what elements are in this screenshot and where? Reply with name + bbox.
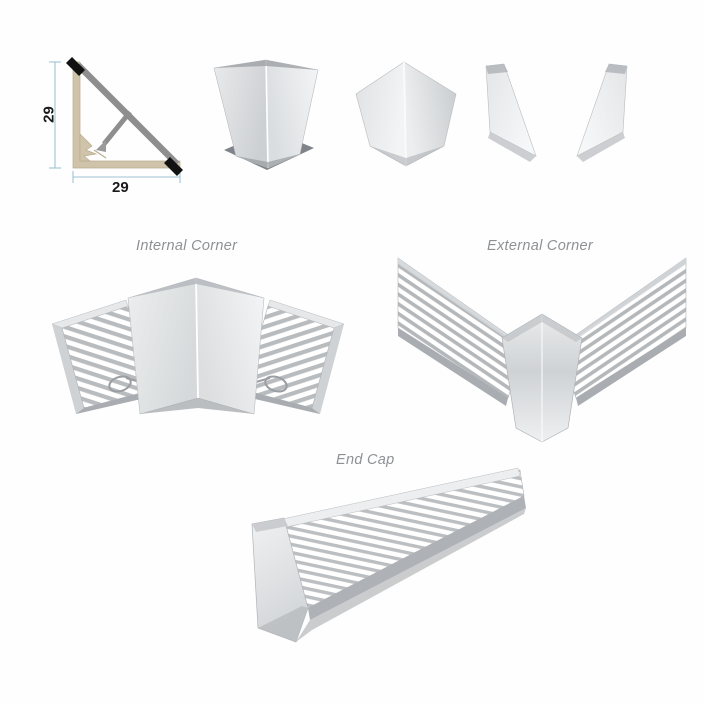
dimension-height-label: 29 bbox=[40, 106, 58, 123]
left-arm bbox=[397, 257, 526, 406]
internal-corner-assembly bbox=[48, 272, 348, 427]
right-panel bbox=[265, 59, 319, 169]
profile-body bbox=[72, 61, 181, 169]
external-corner-piece bbox=[348, 54, 466, 174]
caption-end-cap: End Cap bbox=[336, 452, 395, 468]
end-cap-triangle bbox=[251, 517, 309, 643]
profile-cross-section: 29 29 bbox=[34, 46, 199, 196]
left-panel bbox=[213, 59, 269, 169]
end-cap-assembly bbox=[248, 467, 528, 653]
ribbed-profile-face bbox=[277, 467, 526, 620]
right-face bbox=[403, 61, 457, 167]
profile-face-diagonal bbox=[75, 62, 180, 167]
cap-face bbox=[576, 63, 628, 157]
cap-face bbox=[485, 63, 537, 157]
vertical-dimension-line bbox=[49, 61, 61, 169]
end-cap-left-piece bbox=[474, 58, 546, 173]
caption-external-corner: External Corner bbox=[487, 238, 594, 254]
end-cap-right-piece bbox=[567, 58, 639, 173]
corner-cover bbox=[127, 277, 265, 415]
right-arm bbox=[558, 257, 687, 406]
right-ribbed-arm bbox=[559, 257, 687, 399]
mounting-clip-right bbox=[255, 375, 288, 393]
right-wing bbox=[242, 299, 345, 414]
caption-internal-corner: Internal Corner bbox=[136, 238, 238, 254]
bottom-shadow bbox=[296, 508, 526, 642]
dimension-width-label: 29 bbox=[112, 179, 129, 196]
corner-cap bbox=[501, 313, 583, 443]
internal-corner-piece bbox=[192, 52, 342, 177]
diagonal-end-caps bbox=[66, 57, 183, 176]
left-ribbed-arm bbox=[397, 257, 525, 399]
external-corner-assembly bbox=[396, 252, 688, 447]
